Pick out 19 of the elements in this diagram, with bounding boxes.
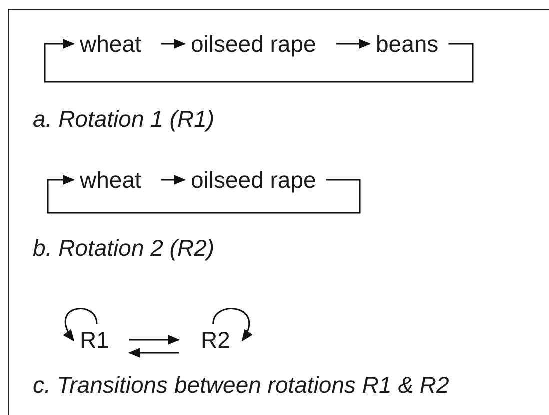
crop-label: oilseed rape <box>191 167 316 193</box>
caption: c. Transitions between rotations R1 & R2 <box>33 372 450 398</box>
arrow <box>161 39 186 49</box>
arrow <box>128 348 179 358</box>
crop-label: wheat <box>80 31 142 57</box>
arrow <box>44 39 474 83</box>
arrow <box>47 175 361 214</box>
caption: b. Rotation 2 (R2) <box>33 235 215 261</box>
arrow <box>129 335 180 345</box>
arrow <box>336 39 371 49</box>
crop-label: R2 <box>201 327 230 353</box>
arrow <box>212 308 252 342</box>
caption: a. Rotation 1 (R1) <box>33 106 215 132</box>
arrow <box>161 175 186 185</box>
crop-label: oilseed rape <box>191 31 316 57</box>
crop-label: R1 <box>80 327 110 353</box>
arrow <box>64 308 98 342</box>
crop-label: wheat <box>80 167 142 193</box>
crop-label: beans <box>376 31 439 57</box>
